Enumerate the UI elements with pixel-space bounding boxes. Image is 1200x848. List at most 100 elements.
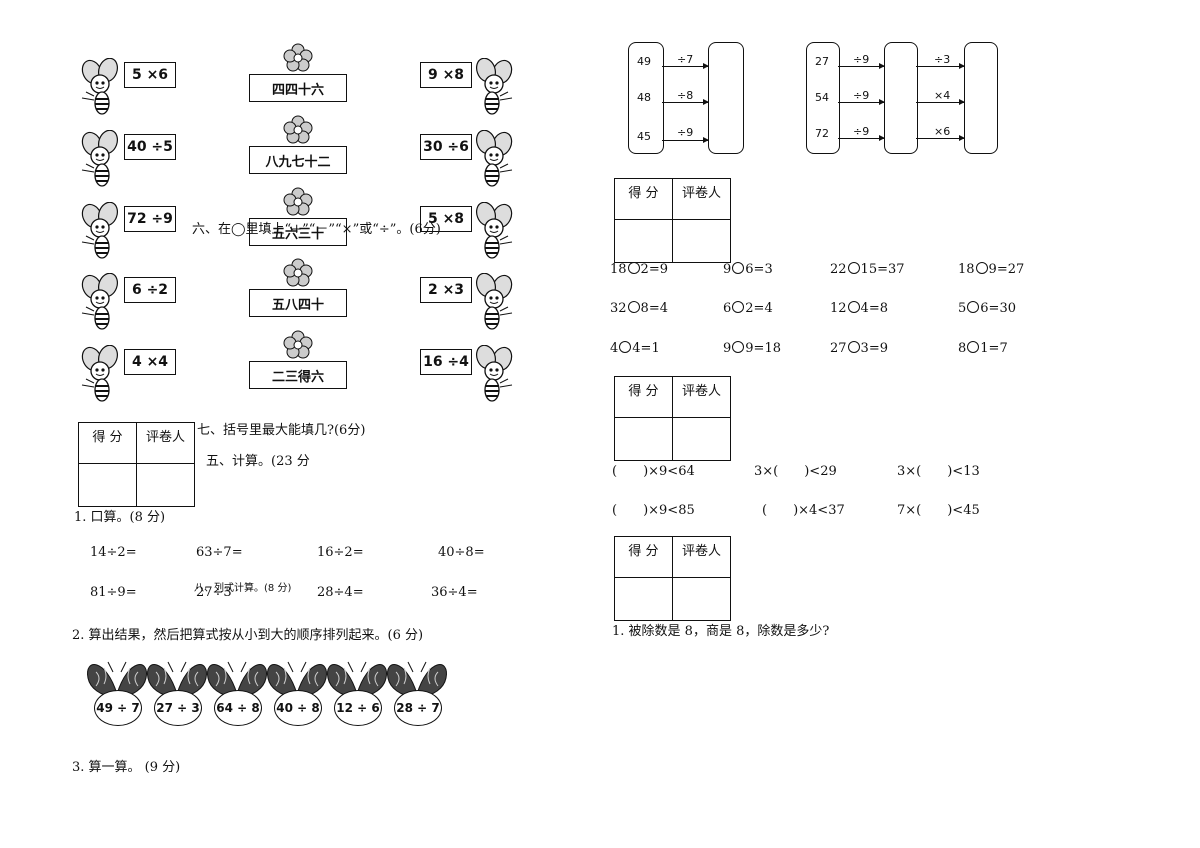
score-cell[interactable]	[614, 219, 673, 263]
chain2-input-box	[806, 42, 840, 154]
q1-item: 63÷7=	[196, 545, 243, 560]
right-expression-card[interactable]: 16 ÷4	[420, 349, 472, 375]
left-expression-card[interactable]: 6 ÷2	[124, 277, 176, 303]
q3-title: 3. 算一算。 (9 分)	[72, 760, 181, 775]
rhyme-card[interactable]: 二三得六	[249, 361, 347, 389]
bee-icon	[475, 58, 513, 115]
right-expression-card[interactable]: 9 ×8	[420, 62, 472, 88]
inequality[interactable]: ( )×9<64	[612, 464, 695, 479]
inequality[interactable]: ( )×9<85	[612, 503, 695, 518]
butterfly-expression: 64 ÷ 8	[214, 690, 262, 726]
grader-label: 评卷人	[672, 536, 731, 578]
chain2-output-box[interactable]	[964, 42, 998, 154]
q1-title: 1. 口算。(8 分)	[74, 510, 166, 525]
score-cell[interactable]	[614, 577, 673, 621]
score-table-right-2: 得 分评卷人	[614, 376, 731, 461]
butterfly-card[interactable]: 49 ÷ 7	[87, 660, 150, 734]
chain2-op2: ×4	[934, 89, 951, 102]
blank-circle[interactable]	[627, 301, 640, 313]
q1-item: 14÷2=	[90, 545, 137, 560]
flower-icon	[283, 115, 313, 144]
chain1-op: ÷9	[677, 126, 694, 139]
blank-circle[interactable]	[847, 262, 860, 274]
right-expression-card[interactable]: 30 ÷6	[420, 134, 472, 160]
bee-icon	[81, 202, 119, 259]
bee-icon	[81, 58, 119, 115]
rhyme-card[interactable]: 八九七十二	[249, 146, 347, 174]
butterfly-expression: 40 ÷ 8	[274, 690, 322, 726]
score-table-right-3: 得 分评卷人	[614, 536, 731, 621]
butterfly-card[interactable]: 12 ÷ 6	[327, 660, 390, 734]
grader-cell[interactable]	[672, 577, 731, 621]
bee-icon	[475, 345, 513, 402]
grader-label: 评卷人	[672, 178, 731, 220]
blank-circle[interactable]	[619, 341, 632, 353]
flower-icon	[283, 330, 313, 359]
left-expression-card[interactable]: 72 ÷9	[124, 206, 176, 232]
heading-eight-overlay: 八、列式计算。(8 分)	[194, 583, 292, 594]
blank-circle[interactable]	[847, 301, 860, 313]
butterfly-card[interactable]: 27 ÷ 3	[147, 660, 210, 734]
chain1-op: ÷7	[677, 53, 694, 66]
butterfly-expression: 28 ÷ 7	[394, 690, 442, 726]
inequality[interactable]: ( )×4<37	[762, 503, 845, 518]
chain2-op1: ÷9	[853, 89, 870, 102]
butterfly-card[interactable]: 40 ÷ 8	[267, 660, 330, 734]
arrow	[838, 63, 885, 69]
rhyme-card[interactable]: 五六三十	[249, 218, 347, 246]
inequality[interactable]: 3×( )<13	[897, 464, 980, 479]
flower-icon	[283, 187, 313, 216]
word-problem: 1. 被除数是 8，商是 8，除数是多少?	[612, 624, 830, 639]
inequality[interactable]: 3×( )<29	[754, 464, 837, 479]
blank-circle[interactable]	[732, 262, 745, 274]
blank-circle[interactable]	[967, 301, 980, 313]
chain2-input: 27	[815, 55, 829, 68]
grader-label: 评卷人	[136, 422, 195, 464]
chain1-input: 48	[637, 91, 651, 104]
arrow	[662, 63, 709, 69]
blank-circle[interactable]	[732, 301, 745, 313]
left-expression-card[interactable]: 40 ÷5	[124, 134, 176, 160]
left-expression-card[interactable]: 5 ×6	[124, 62, 176, 88]
left-expression-card[interactable]: 4 ×4	[124, 349, 176, 375]
grader-cell[interactable]	[672, 417, 731, 461]
chain2-mid-box[interactable]	[884, 42, 918, 154]
chain1-input: 49	[637, 55, 651, 68]
right-expression-card[interactable]: 2 ×3	[420, 277, 472, 303]
rhyme-card[interactable]: 四四十六	[249, 74, 347, 102]
chain2-op2: ÷3	[934, 53, 951, 66]
blank-circle[interactable]	[732, 341, 745, 353]
bee-icon	[475, 130, 513, 187]
blank-circle[interactable]	[627, 262, 640, 274]
heading-five: 五、计算。(23 分	[206, 454, 310, 469]
blank-circle[interactable]	[847, 341, 860, 353]
inequality[interactable]: 7×( )<45	[897, 503, 980, 518]
score-cell[interactable]	[614, 417, 673, 461]
grader-cell[interactable]	[672, 219, 731, 263]
grader-cell[interactable]	[136, 463, 195, 507]
q1-item: 27÷3	[196, 585, 232, 600]
rhyme-card[interactable]: 五八四十	[249, 289, 347, 317]
butterfly-card[interactable]: 64 ÷ 8	[207, 660, 270, 734]
chain1-output-box[interactable]	[708, 42, 744, 154]
score-cell[interactable]	[78, 463, 137, 507]
arrow	[662, 137, 709, 143]
arrow	[838, 99, 885, 105]
chain1-op: ÷8	[677, 89, 694, 102]
blank-circle[interactable]	[975, 262, 988, 274]
butterfly-card[interactable]: 28 ÷ 7	[387, 660, 450, 734]
right-expression-card[interactable]: 5 ×8	[420, 206, 472, 232]
blank-circle[interactable]	[967, 341, 980, 353]
